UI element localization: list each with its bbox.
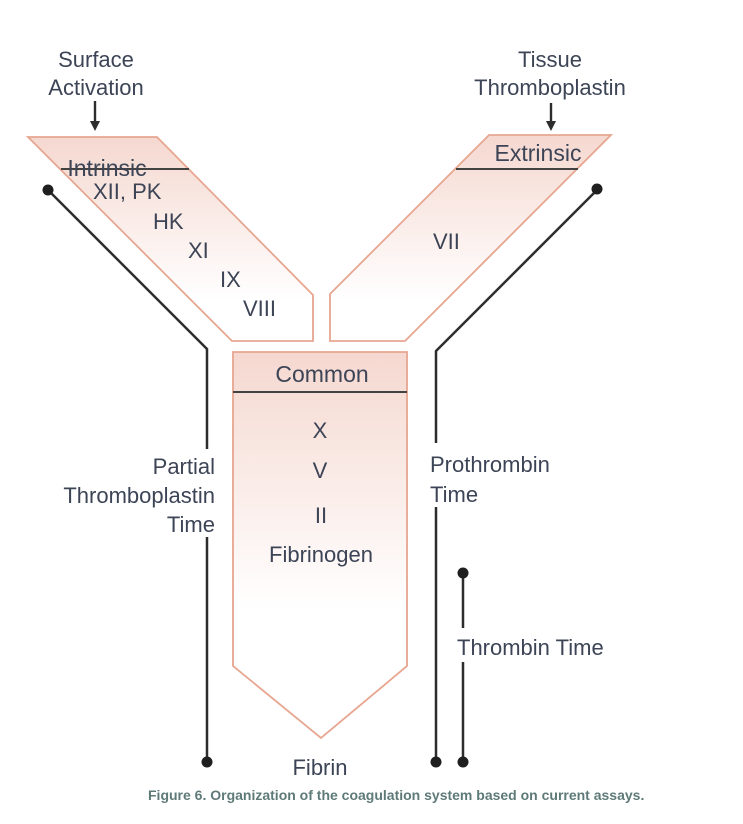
prothrombin-time-label: Prothrombin Time xyxy=(430,452,550,507)
intrinsic-header-label: Intrinsic xyxy=(67,155,147,181)
intrinsic-factor-viii: VIII xyxy=(243,296,277,321)
common-factor-ii: II xyxy=(314,503,328,528)
tissue-thromboplastin-label: Tissue Thromboplastin xyxy=(474,47,626,100)
ptt-start-dot xyxy=(42,184,54,196)
figure-caption: Figure 6. Organization of the coagulatio… xyxy=(148,787,645,803)
pt-end-dot xyxy=(430,756,442,768)
intrinsic-factor-xi: XI xyxy=(188,238,209,263)
ptt-bracket-line xyxy=(47,189,209,757)
partial-thromboplastin-time-label: Partial Thromboplastin Time xyxy=(63,454,215,537)
common-factor-fibrinogen: Fibrinogen xyxy=(269,542,373,567)
thrombin-time-label: Thrombin Time xyxy=(457,635,604,660)
common-factor-x: X xyxy=(312,418,328,443)
intrinsic-factor-hk: HK xyxy=(153,209,184,234)
extrinsic-header-label: Extrinsic xyxy=(494,140,582,166)
pt-bracket-line xyxy=(434,189,598,757)
surface-activation-down-arrow-icon xyxy=(90,101,100,131)
tissue-thromboplastin-down-arrow-icon xyxy=(546,103,556,131)
intrinsic-factor-xii-pk: XII, PK xyxy=(93,179,162,204)
thrombin-end-dot xyxy=(457,756,469,768)
surface-activation-label: Surface Activation xyxy=(48,47,144,100)
common-factor-v: V xyxy=(312,458,328,483)
ptt-end-dot xyxy=(201,756,213,768)
fibrin-label: Fibrin xyxy=(292,755,348,780)
extrinsic-band-shape xyxy=(329,134,614,342)
common-funnel-shape xyxy=(232,351,408,740)
pt-start-dot xyxy=(591,183,603,195)
intrinsic-factor-ix: IX xyxy=(220,267,241,292)
thrombin-start-dot xyxy=(457,567,469,579)
intrinsic-band-shape xyxy=(25,136,314,342)
extrinsic-factor-vii: VII xyxy=(433,229,460,254)
common-header-label: Common xyxy=(275,361,369,387)
